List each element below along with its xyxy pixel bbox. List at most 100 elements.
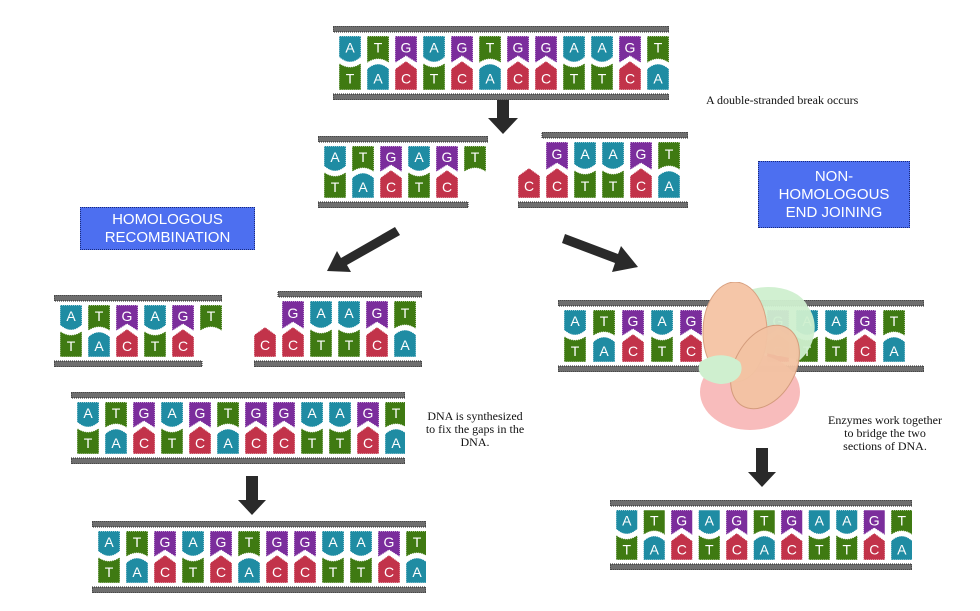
nucleotide-A [143, 304, 167, 331]
nucleotide-letter: A [94, 338, 104, 354]
down-arrow-break [488, 100, 518, 134]
nucleotide-T [835, 534, 858, 561]
nucleotide-A [160, 401, 184, 428]
nucleotide-letter: C [139, 435, 149, 451]
nucleotide-letter: A [650, 542, 660, 558]
nucleotide-letter: T [105, 564, 114, 580]
nucleotide-T [405, 530, 426, 558]
nucleotide-T [338, 62, 362, 91]
nucleotide-A [323, 145, 347, 172]
nucleotide-A [125, 557, 149, 584]
nucleotide-letter: T [336, 435, 345, 451]
nucleotide-letter: G [300, 534, 311, 550]
nucleotide-letter: C [401, 71, 411, 87]
nucleotide-letter: G [216, 534, 227, 550]
nucleotide-T [643, 509, 666, 536]
nucleotide-letter: A [358, 179, 368, 195]
nucleotide-C [188, 425, 212, 455]
nucleotide-G [272, 401, 296, 429]
nucleotide-letter: A [188, 534, 198, 550]
nucleotide-G [188, 401, 212, 429]
nucleotide-T [366, 35, 390, 64]
nucleotide-letter: T [67, 338, 76, 354]
nucleotide-letter: C [216, 564, 226, 580]
nucleotide-A [643, 535, 666, 561]
nucleotide-letter: A [570, 313, 580, 329]
nucleotide-C [209, 554, 233, 584]
nucleotide-letter: A [831, 313, 841, 329]
nucleotide-letter: C [251, 435, 261, 451]
nucleotide-A [573, 141, 597, 170]
nucleotide-letter: A [485, 71, 495, 87]
nucleotide-T [328, 427, 352, 455]
nucleotide-C [171, 328, 195, 358]
nucleotide-letter: A [223, 435, 233, 451]
nucleotide-C [518, 167, 541, 199]
caption-break: A double-stranded break occurs [706, 93, 859, 107]
nucleotide-letter: A [356, 534, 366, 550]
nucleotide-letter: A [897, 542, 907, 558]
nucleotide-A [309, 300, 333, 329]
nucleotide-letter: G [195, 405, 206, 421]
nucleotide-letter: A [657, 313, 667, 329]
nucleotide-letter: T [890, 313, 899, 329]
nucleotide-C [379, 169, 403, 199]
nucleotide-G [171, 304, 195, 332]
nucleotide-letter: A [391, 435, 401, 451]
caption-synthesis: DNA is synthesized to fix the gaps in th… [405, 410, 545, 449]
nucleotide-T [753, 509, 776, 536]
nucleotide-letter: C [279, 435, 289, 451]
nucleotide-letter: A [344, 305, 354, 321]
nucleotide-A [808, 509, 831, 535]
nucleotide-letter: G [676, 513, 687, 529]
nucleotide-G [670, 509, 693, 536]
nucleotide-letter: G [386, 149, 397, 165]
nucleotide-C [506, 60, 530, 91]
nucleotide-letter: G [869, 513, 880, 529]
nucleotide-T [890, 509, 912, 536]
nucleotide-C [244, 425, 268, 455]
arrow-to-nhej [562, 234, 638, 272]
nucleotide-T [563, 335, 587, 363]
nucleotide-G [132, 401, 156, 429]
nucleotide-A [405, 557, 426, 584]
nucleotide-G [853, 309, 877, 337]
nucleotide-letter: A [345, 40, 355, 56]
nucleotide-letter: T [897, 513, 906, 529]
nucleotide-A [384, 428, 405, 455]
nucleotide-A [87, 331, 111, 358]
nucleotide-letter: C [122, 338, 132, 354]
nucleotide-letter: G [384, 534, 395, 550]
nucleotide-G [435, 145, 459, 173]
down-arrow-nhej [748, 448, 776, 487]
nucleotide-C [780, 532, 803, 561]
nucleotide-C [356, 425, 380, 455]
nucleotide-letter: T [570, 71, 579, 87]
nucleotide-A [97, 530, 121, 557]
nucleotide-T [393, 300, 417, 330]
nucleotide-letter: A [328, 534, 338, 550]
nucleotide-letter: T [832, 343, 841, 359]
nucleotide-letter: A [330, 149, 340, 165]
label-non-homologous-end-joining: NON- HOMOLOGOUS END JOINING [758, 161, 910, 228]
nucleotide-T [478, 35, 502, 64]
nucleotide-G [863, 509, 886, 536]
nucleotide-C [853, 333, 877, 363]
nucleotide-T [216, 401, 240, 429]
nucleotide-T [125, 530, 149, 558]
nucleotide-letter: T [346, 71, 355, 87]
nucleotide-T [309, 328, 333, 358]
nucleotide-letter: C [363, 435, 373, 451]
nucleotide-A [338, 35, 362, 63]
nucleotide-letter: T [392, 405, 401, 421]
nucleotide-T [323, 171, 347, 199]
nucleotide-letter: C [636, 178, 646, 194]
nucleotide-A [698, 509, 721, 535]
nucleotide-letter: A [83, 405, 93, 421]
